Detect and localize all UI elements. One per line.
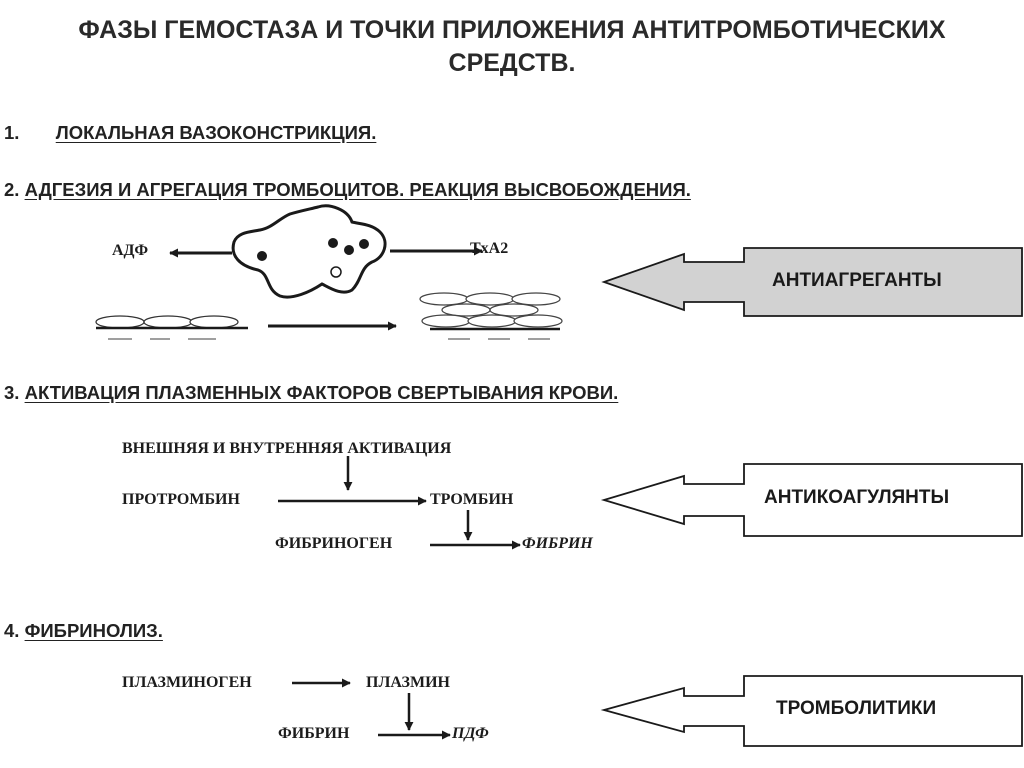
section-3-number: 3. xyxy=(4,382,20,403)
section-4-heading: 4. ФИБРИНОЛИЗ. xyxy=(4,620,163,642)
pdf-label: ПДФ xyxy=(452,725,489,742)
thrombolytics-block-arrow xyxy=(600,675,1023,747)
fibrin-label: ФИБРИН xyxy=(522,535,593,552)
antiaggregants-label: АНТИАГРЕГАНТЫ xyxy=(772,270,942,291)
section-2-heading: 2. АДГЕЗИЯ И АГРЕГАЦИЯ ТРОМБОЦИТОВ. РЕАК… xyxy=(4,179,691,201)
thrombin-label: ТРОМБИН xyxy=(430,491,514,508)
page-title: ФАЗЫ ГЕМОСТАЗА И ТОЧКИ ПРИЛОЖЕНИЯ АНТИТР… xyxy=(0,14,1024,80)
title-line-2: СРЕДСТВ. xyxy=(448,49,576,77)
prothrombin-label: ПРОТРОМБИН xyxy=(122,491,240,508)
aggregated-platelets xyxy=(419,292,563,328)
anticoagulants-block-arrow xyxy=(600,463,1023,537)
section-2-number: 2. xyxy=(4,179,20,200)
section-1-number: 1. xyxy=(4,122,20,143)
section-4-number: 4. xyxy=(4,620,20,641)
activated-platelet-shape xyxy=(231,204,387,299)
section-3-heading: 3. АКТИВАЦИЯ ПЛАЗМЕННЫХ ФАКТОРОВ СВЕРТЫВ… xyxy=(4,382,618,404)
fibrinogen-label: ФИБРИНОГЕН xyxy=(275,535,393,552)
adp-label: АДФ xyxy=(112,242,149,259)
adhered-platelets xyxy=(95,315,239,329)
txa2-label: TxA2 xyxy=(470,240,509,257)
title-line-1: ФАЗЫ ГЕМОСТАЗА И ТОЧКИ ПРИЛОЖЕНИЯ АНТИТР… xyxy=(78,16,946,44)
activation-label: ВНЕШНЯЯ И ВНУТРЕННЯЯ АКТИВАЦИЯ xyxy=(122,440,452,457)
anticoagulants-label: АНТИКОАГУЛЯНТЫ xyxy=(764,487,950,508)
antiaggregants-block-arrow xyxy=(601,247,1023,317)
platelet-granule xyxy=(328,238,338,248)
section-1-title: ЛОКАЛЬНАЯ ВАЗОКОНСТРИКЦИЯ. xyxy=(55,122,377,143)
platelet-granule xyxy=(359,239,369,249)
platelet-granule-empty xyxy=(330,266,342,278)
thrombolytics-label: ТРОМБОЛИТИКИ xyxy=(776,698,937,719)
plasmin-label: ПЛАЗМИН xyxy=(366,674,450,691)
platelet-granule xyxy=(344,245,354,255)
section-3-title: АКТИВАЦИЯ ПЛАЗМЕННЫХ ФАКТОРОВ СВЕРТЫВАНИ… xyxy=(24,382,619,403)
section-4-title: ФИБРИНОЛИЗ. xyxy=(24,620,163,641)
fibrin-phase4-label: ФИБРИН xyxy=(278,725,350,742)
platelet-granule xyxy=(257,251,267,261)
section-2-title: АДГЕЗИЯ И АГРЕГАЦИЯ ТРОМБОЦИТОВ. РЕАКЦИЯ… xyxy=(24,179,691,200)
plasminogen-label: ПЛАЗМИНОГЕН xyxy=(122,674,252,691)
section-1-heading: 1. ЛОКАЛЬНАЯ ВАЗОКОНСТРИКЦИЯ. xyxy=(4,122,376,144)
